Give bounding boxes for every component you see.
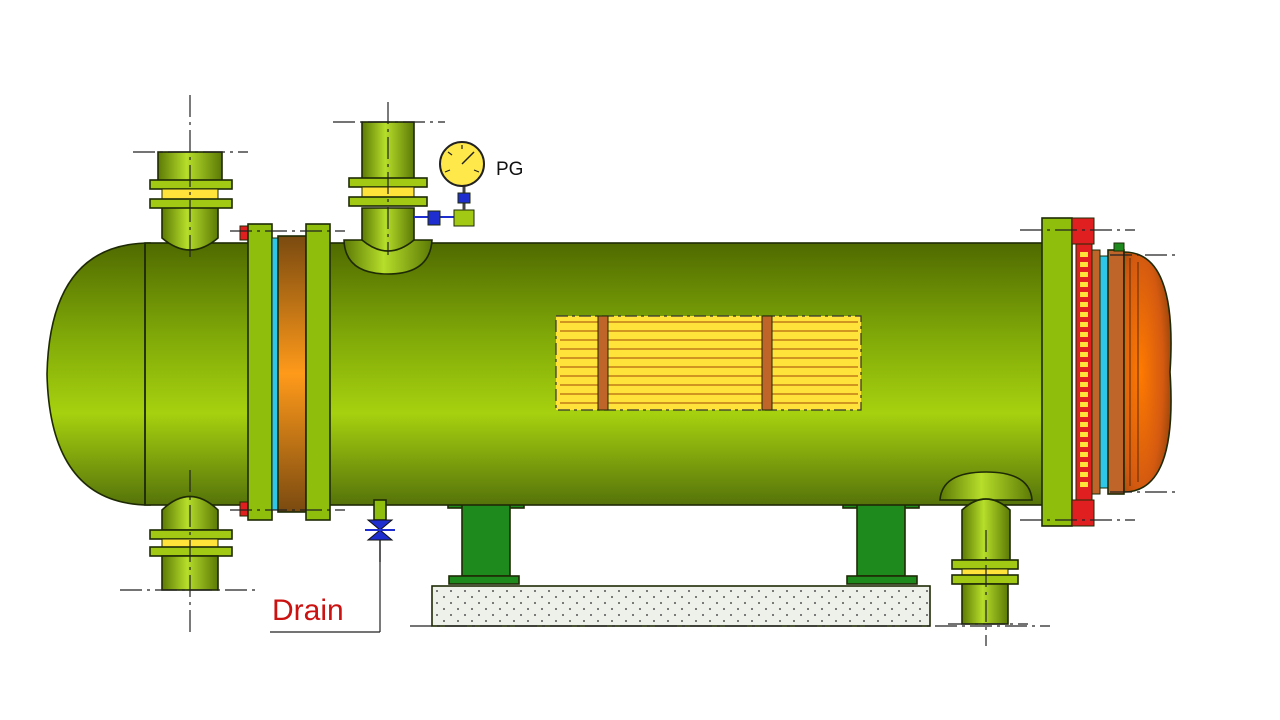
tube-sheet-hole xyxy=(1080,442,1088,447)
tube-sheet-hole xyxy=(1080,312,1088,317)
pg-label: PG xyxy=(496,159,523,180)
tube-sheet-hole xyxy=(1080,262,1088,267)
nozzle-inlet-top-left xyxy=(133,95,248,262)
tube-sheet-hole xyxy=(1080,362,1088,367)
nozzle-outlet-bottom-right xyxy=(939,471,1033,646)
pressure-gauge: PG xyxy=(414,141,523,227)
tube-sheet-hole xyxy=(1080,252,1088,257)
tube-sheet-hole xyxy=(1080,392,1088,397)
tube-sheet-hole xyxy=(1080,342,1088,347)
tube-sheet-hole xyxy=(1080,452,1088,457)
tube-sheet-hole xyxy=(1080,272,1088,277)
baffle-plate xyxy=(597,315,609,411)
tube-sheet-hole xyxy=(1080,372,1088,377)
tube-sheet-hole xyxy=(1080,322,1088,327)
tube-sheet-hole xyxy=(1080,292,1088,297)
tube-bundle-cutaway xyxy=(555,315,862,411)
tube-sheet-hole xyxy=(1080,402,1088,407)
drain-label: Drain xyxy=(272,594,344,627)
nozzle-inlet-top-shell xyxy=(333,102,445,275)
tube-sheet-hole xyxy=(1080,352,1088,357)
tube-sheet-hole xyxy=(1080,282,1088,287)
tube-sheet-hole xyxy=(1080,462,1088,467)
tube-sheet-hole xyxy=(1080,382,1088,387)
tube-sheet-hole xyxy=(1080,302,1088,307)
tube-sheet-hole xyxy=(1080,432,1088,437)
foundation xyxy=(410,585,1050,627)
tube-sheet-hole xyxy=(1080,422,1088,427)
tube-sheet-hole xyxy=(1080,482,1088,487)
baffle-plate xyxy=(761,315,773,411)
flange-right xyxy=(1020,217,1175,527)
floating-head-cap xyxy=(1123,251,1172,493)
tube-sheet-hole xyxy=(1080,332,1088,337)
tube-sheet-hole xyxy=(1080,472,1088,477)
flange-left xyxy=(230,223,345,521)
channel-head-left xyxy=(46,242,251,506)
tube-sheet-hole xyxy=(1080,412,1088,417)
nozzle-outlet-bottom-left xyxy=(120,470,260,636)
drain-valve: Drain xyxy=(270,499,395,633)
